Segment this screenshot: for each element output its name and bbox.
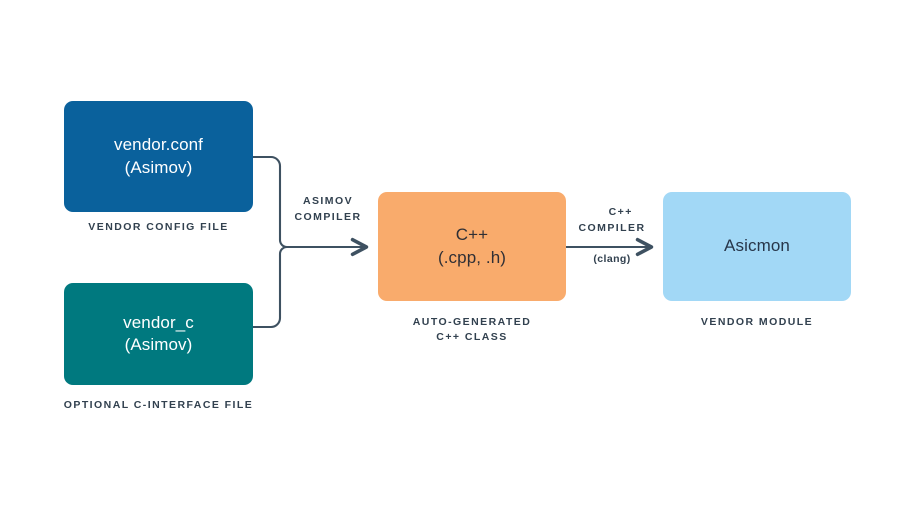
node-auto-generated-cpp-class-text: C++ (.cpp, .h) (437, 225, 507, 267)
edge-label-cpp-compiler: C++ COMPILER (clang) (562, 189, 662, 299)
node-optional-c-interface-file[interactable]: vendor_c (Asimov) (64, 283, 253, 385)
caption-optional-c-interface-file: OPTIONAL C-INTERFACE FILE (63, 399, 254, 411)
node-auto-generated-cpp-class[interactable]: C++ (.cpp, .h) (378, 192, 566, 301)
caption-vendor-config-file: VENDOR CONFIG FILE (88, 221, 229, 233)
edge-label-cpp-compiler-main: C++ COMPILER (578, 205, 646, 234)
caption-vendor-module: VENDOR MODULE (700, 316, 814, 328)
node-optional-c-interface-file-text: vendor_c (Asimov) (123, 312, 194, 354)
node-vendor-module-text: Asicmon (724, 236, 790, 256)
edge-label-asimov-compiler: ASIMOV COMPILER (294, 195, 362, 223)
edge-label-cpp-compiler-sub: (clang) (593, 253, 631, 265)
node-vendor-config-file-text: vendor.conf (Asimov) (114, 135, 203, 177)
node-vendor-module[interactable]: Asicmon (663, 192, 851, 301)
edge-path-vendor-c-to-junction (251, 245, 289, 329)
node-vendor-config-file[interactable]: vendor.conf (Asimov) (64, 101, 253, 212)
caption-auto-generated-cpp-class: AUTO-GENERATED C++ CLASS (412, 316, 532, 343)
